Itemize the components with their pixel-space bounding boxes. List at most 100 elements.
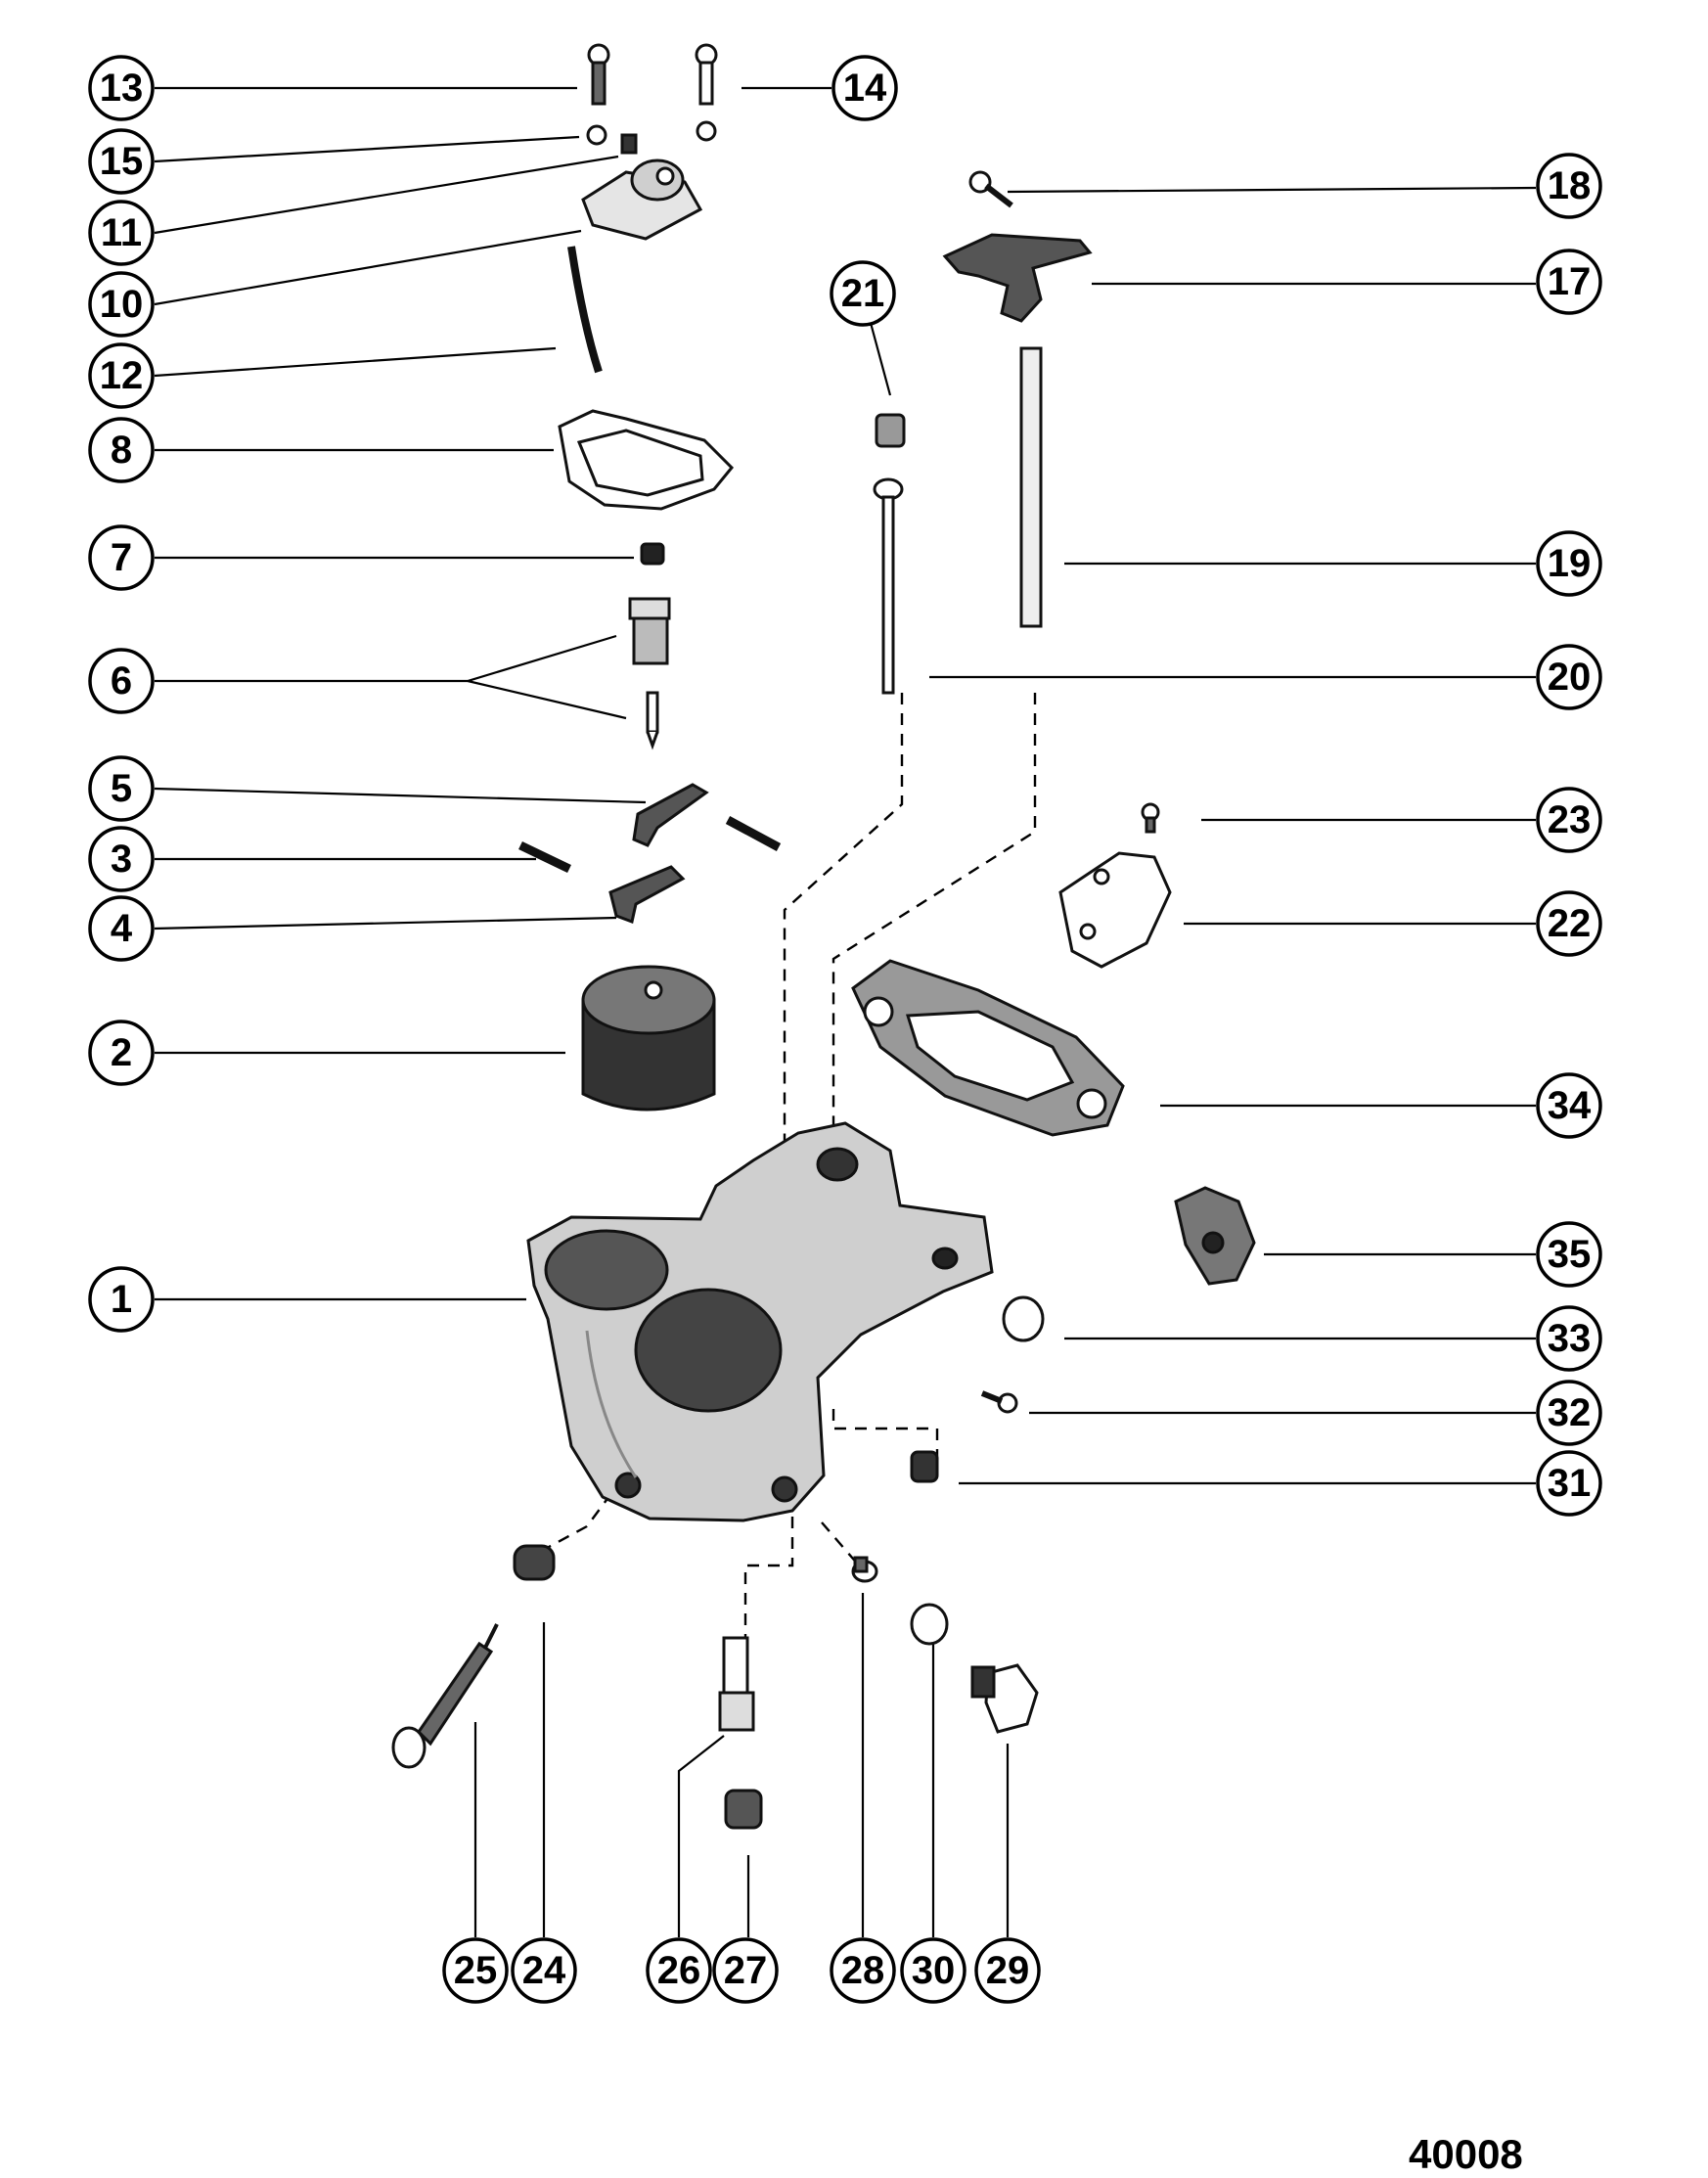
svg-text:29: 29: [986, 1949, 1030, 1992]
svg-text:14: 14: [843, 67, 887, 110]
callout-32: 32: [1536, 1380, 1602, 1446]
callout-17: 17: [1536, 249, 1602, 315]
callout-20: 20: [1536, 644, 1602, 710]
plug-27: [724, 1789, 763, 1830]
svg-text:10: 10: [100, 283, 144, 326]
callout-25: 25: [442, 1937, 509, 2004]
svg-text:6: 6: [111, 659, 132, 703]
callout-13: 13: [88, 55, 155, 121]
svg-text:11: 11: [101, 211, 142, 254]
figure-number: 40008: [1409, 2131, 1523, 2177]
callout-22: 22: [1536, 890, 1602, 957]
washer-30: [910, 1603, 949, 1646]
svg-text:17: 17: [1548, 260, 1592, 303]
svg-text:24: 24: [522, 1949, 566, 1992]
callout-34: 34: [1536, 1072, 1602, 1139]
lever-17: [942, 233, 1093, 323]
callout-6: 6: [88, 648, 155, 714]
jet-26: [718, 1636, 755, 1732]
callout-10: 10: [88, 271, 155, 338]
spring-24: [513, 1544, 556, 1581]
svg-text:31: 31: [1548, 1462, 1592, 1505]
svg-text:26: 26: [657, 1949, 701, 1992]
callout-19: 19: [1536, 530, 1602, 597]
svg-text:1: 1: [111, 1278, 132, 1321]
leader-lines: [154, 86, 1537, 1937]
callout-33: 33: [1536, 1305, 1602, 1372]
svg-text:32: 32: [1548, 1391, 1592, 1434]
svg-text:18: 18: [1548, 164, 1592, 207]
callout-4: 4: [88, 895, 155, 962]
callout-15: 15: [88, 128, 155, 195]
rod-20: [873, 477, 904, 695]
seat-7: [640, 542, 665, 566]
screw-23: [1141, 802, 1160, 834]
callout-27: 27: [712, 1937, 779, 2004]
svg-text:8: 8: [111, 429, 132, 472]
screw-32: [980, 1390, 1018, 1414]
svg-text:25: 25: [454, 1949, 498, 1992]
lever-4: [608, 865, 686, 925]
float-2: [581, 965, 716, 1112]
svg-text:35: 35: [1548, 1233, 1592, 1276]
plug-11: [620, 133, 638, 155]
callout-30: 30: [900, 1937, 966, 2004]
callout-12: 12: [88, 342, 155, 409]
screw-28: [851, 1556, 878, 1583]
plug-29: [970, 1663, 1039, 1734]
mixture-screw-25: [391, 1623, 499, 1769]
svg-text:4: 4: [111, 907, 133, 950]
svg-text:28: 28: [841, 1949, 885, 1992]
washer-15: [586, 124, 607, 146]
screw-18: [968, 170, 1013, 208]
float-arm-5: [632, 783, 709, 847]
svg-text:21: 21: [841, 272, 885, 315]
callout-24: 24: [511, 1937, 577, 2004]
svg-text:2: 2: [111, 1031, 132, 1074]
cap-21: [875, 413, 906, 448]
callout-18: 18: [1536, 153, 1602, 219]
pin-3a: [518, 840, 571, 874]
svg-text:12: 12: [100, 354, 144, 397]
flange-gasket-34: [851, 959, 1125, 1137]
callout-11: 11: [88, 200, 155, 266]
callout-31: 31: [1536, 1450, 1602, 1517]
pin-3b: [725, 816, 782, 851]
gasket-strip-12: [567, 246, 603, 374]
svg-text:7: 7: [111, 536, 132, 579]
svg-text:33: 33: [1548, 1317, 1592, 1360]
callout-35: 35: [1536, 1221, 1602, 1288]
shaft-19: [1019, 346, 1043, 628]
screw-13: [587, 43, 610, 106]
callout-1: 1: [88, 1266, 155, 1333]
svg-text:23: 23: [1548, 798, 1592, 841]
svg-text:5: 5: [111, 767, 132, 810]
svg-text:34: 34: [1548, 1084, 1592, 1127]
callout-21: 21: [830, 260, 896, 327]
svg-text:15: 15: [100, 140, 144, 183]
cap-35: [1174, 1186, 1256, 1286]
callout-23: 23: [1536, 787, 1602, 853]
needle-seat-6: [628, 597, 671, 750]
svg-text:13: 13: [100, 67, 144, 110]
svg-text:3: 3: [111, 838, 132, 881]
callout-3: 3: [88, 826, 155, 892]
svg-text:30: 30: [912, 1949, 956, 1992]
svg-text:22: 22: [1548, 902, 1592, 945]
callout-28: 28: [830, 1937, 896, 2004]
svg-text:27: 27: [724, 1949, 768, 1992]
svg-text:20: 20: [1548, 656, 1592, 699]
callout-2: 2: [88, 1020, 155, 1086]
screw-14: [695, 43, 718, 106]
callout-7: 7: [88, 524, 155, 591]
callout-29: 29: [974, 1937, 1041, 2004]
svg-text:19: 19: [1548, 542, 1592, 585]
throttle-plate-22: [1058, 851, 1172, 969]
washer-15b: [696, 120, 717, 142]
callout-26: 26: [646, 1937, 712, 2004]
o-ring-33: [1002, 1295, 1045, 1342]
inlet-cover-10: [581, 159, 703, 241]
part-sketches: [391, 43, 1256, 1830]
callout-8: 8: [88, 417, 155, 483]
